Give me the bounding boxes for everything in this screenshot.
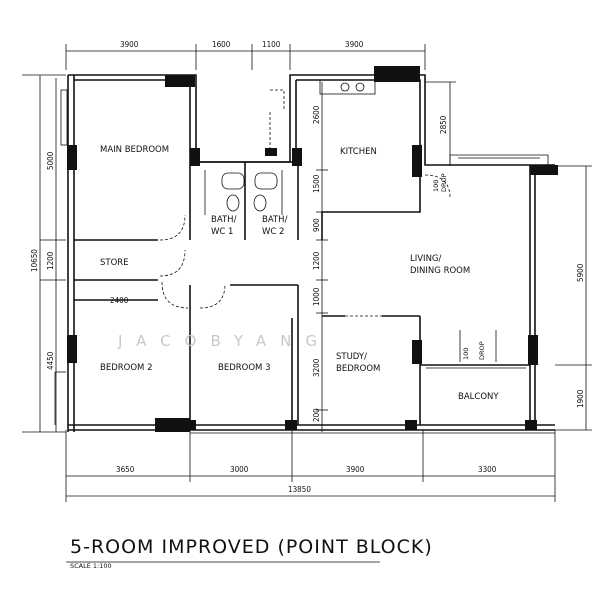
label-balcony: BALCONY — [458, 392, 499, 402]
label-bath2-a: BATH/ — [262, 215, 288, 225]
dim-bottom-2: 3000 — [230, 465, 249, 474]
label-balcony-drop-b: DROP — [478, 341, 486, 360]
dim-top-3: 1100 — [262, 40, 281, 49]
label-kitchen-drop-a: 100 — [432, 180, 440, 192]
dim-bottom-1: 3650 — [116, 465, 135, 474]
dim-right-1: 5900 — [576, 263, 585, 282]
dim-left-total: 10650 — [30, 249, 39, 272]
label-study-b: BEDROOM — [336, 364, 380, 374]
dim-mid-3: 900 — [312, 218, 321, 232]
plan-scale: SCALE 1:100 — [70, 562, 112, 570]
label-kitchen: KITCHEN — [340, 147, 377, 157]
dim-top-1: 3900 — [120, 40, 139, 49]
dimension-text: 3900 1600 1100 3900 3650 3000 3900 3300 … — [30, 40, 585, 494]
windows — [54, 89, 555, 434]
watermark: JACOBYANG — [117, 332, 331, 350]
label-bath2-b: WC 2 — [262, 227, 284, 237]
dim-left-2: 1200 — [46, 251, 55, 270]
label-bedroom2: BEDROOM 2 — [100, 363, 152, 373]
dim-bottom-3: 3900 — [346, 465, 365, 474]
plan-title: 5-ROOM IMPROVED (POINT BLOCK) — [70, 536, 433, 558]
dim-top-2: 1600 — [212, 40, 231, 49]
dim-mid-4: 1200 — [312, 251, 321, 270]
dim-bottom-total: 13850 — [288, 485, 311, 494]
dim-store-width: 2400 — [110, 296, 129, 305]
label-balcony-drop-a: 100 — [462, 348, 470, 360]
title-block: 5-ROOM IMPROVED (POINT BLOCK) SCALE 1:10… — [66, 536, 433, 570]
label-main-bedroom: MAIN BEDROOM — [100, 145, 169, 155]
dim-bottom-4: 3300 — [478, 465, 497, 474]
dim-top-4: 3900 — [345, 40, 364, 49]
dim-right-upper: 2850 — [439, 115, 448, 134]
room-labels: MAIN BEDROOM KITCHEN BATH/ WC 1 BATH/ WC… — [100, 145, 499, 402]
label-kitchen-drop-b: DROP — [440, 173, 448, 192]
kitchen-sink — [319, 79, 376, 95]
structural-columns — [67, 66, 558, 432]
dim-mid-6: 3200 — [312, 358, 321, 377]
label-bath1-a: BATH/ — [211, 215, 237, 225]
dim-mid-1: 2600 — [312, 105, 321, 124]
label-living-a: LIVING/ — [410, 254, 442, 264]
dim-mid-2: 1500 — [312, 174, 321, 193]
dim-left-3: 4450 — [46, 351, 55, 370]
dim-right-2: 1900 — [576, 389, 585, 408]
label-study-a: STUDY/ — [336, 352, 367, 362]
dim-left-1: 5000 — [46, 151, 55, 170]
label-store: STORE — [100, 258, 129, 268]
label-bath1-b: WC 1 — [211, 227, 233, 237]
door-swings — [159, 89, 497, 362]
label-bedroom3: BEDROOM 3 — [218, 363, 270, 373]
dim-mid-5: 1000 — [312, 287, 321, 306]
bath-fixtures — [221, 172, 278, 212]
dimension-lines — [22, 44, 592, 502]
label-living-b: DINING ROOM — [410, 266, 470, 276]
dim-mid-7: 200 — [312, 408, 321, 422]
